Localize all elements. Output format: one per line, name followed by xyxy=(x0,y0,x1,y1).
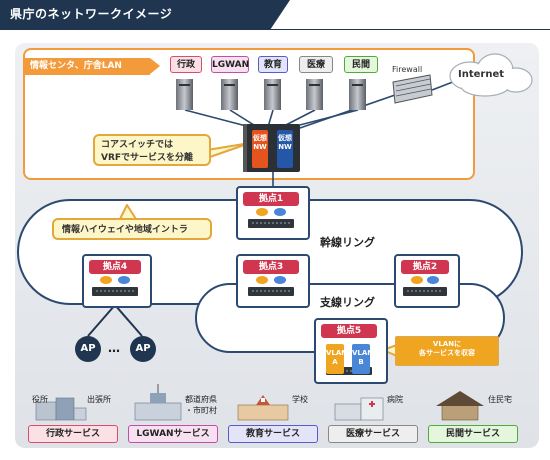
title-bar xyxy=(0,0,550,30)
node-label: 拠点3 xyxy=(243,260,299,274)
access-point-left: AP xyxy=(75,336,101,362)
page-title: 県庁のネットワークイメージ xyxy=(10,7,173,21)
switch-icon xyxy=(248,276,294,296)
network-label-iryo: 医療 xyxy=(299,56,333,73)
place-label: 出張所 xyxy=(87,395,111,404)
node-label: 拠点5 xyxy=(321,324,377,338)
house-icon xyxy=(436,391,484,421)
node-label: 拠点4 xyxy=(89,260,141,274)
place-label: 病院 xyxy=(387,395,403,404)
service-gyosei: 行政サービス xyxy=(28,425,118,443)
trunk-ring-label: 幹線リング xyxy=(320,236,375,249)
service-minkan: 民間サービス xyxy=(428,425,518,443)
network-label-kyoiku: 教育 xyxy=(258,56,288,73)
internet-label: Internet xyxy=(458,69,505,80)
hospital-icon xyxy=(334,397,384,421)
network-label-lgwan: LGWAN xyxy=(211,56,249,73)
callout-line: コアスイッチでは xyxy=(101,140,174,150)
ellipsis: … xyxy=(108,341,120,355)
callout-line: VRFでサービスを分離 xyxy=(101,153,194,163)
node-3: 拠点3 xyxy=(236,254,310,308)
switch-icon xyxy=(403,276,447,296)
network-label-gyosei: 行政 xyxy=(170,56,202,73)
node-label: 拠点1 xyxy=(243,192,299,206)
firewall-icon xyxy=(392,74,433,104)
virtual-nw-2-label: 仮想NW xyxy=(278,134,292,151)
service-iryo: 医療サービス xyxy=(328,425,418,443)
place-label: 役所 xyxy=(32,395,48,404)
virtual-nw-2: 仮想NW xyxy=(277,130,293,168)
place-label: 学校 xyxy=(292,395,308,404)
government-office-icon xyxy=(35,397,87,421)
service-kyoiku: 教育サービス xyxy=(228,425,318,443)
node-1: 拠点1 xyxy=(236,186,310,240)
callout-line: 各サービスを収容 xyxy=(419,349,475,357)
datacenter-label: 情報センタ、庁舎LAN xyxy=(24,58,160,75)
prefecture-office-icon xyxy=(134,384,182,421)
server-icon xyxy=(176,79,366,110)
place-label: 住民宅 xyxy=(488,395,512,404)
virtual-nw-1: 仮想NW xyxy=(252,130,268,168)
place-label: 都道府県 xyxy=(185,395,217,404)
virtual-nw-1-label: 仮想NW xyxy=(253,134,267,151)
switch-icon xyxy=(248,208,294,228)
branch-ring-label: 支線リング xyxy=(320,296,375,309)
vlan-b: VLAN B xyxy=(352,344,373,374)
callout-line: VLANに xyxy=(432,340,462,348)
vlan-a: VLAN A xyxy=(326,344,347,374)
school-icon xyxy=(237,395,289,421)
service-lgwan: LGWANサービス xyxy=(128,425,218,443)
place-label: ・市町村 xyxy=(185,406,217,415)
access-point-right: AP xyxy=(130,336,156,362)
network-label-minkan: 民間 xyxy=(344,56,378,73)
firewall-label: Firewall xyxy=(392,65,423,74)
vlan-callout: VLANに 各サービスを収容 xyxy=(395,336,499,366)
node-label: 拠点2 xyxy=(401,260,449,274)
node-4: 拠点4 xyxy=(82,254,152,308)
core-switch-callout: コアスイッチでは VRFでサービスを分離 xyxy=(93,134,211,166)
highway-callout: 情報ハイウェイや地域イントラ xyxy=(52,218,212,240)
switch-icon xyxy=(92,276,138,296)
node-2: 拠点2 xyxy=(394,254,460,308)
